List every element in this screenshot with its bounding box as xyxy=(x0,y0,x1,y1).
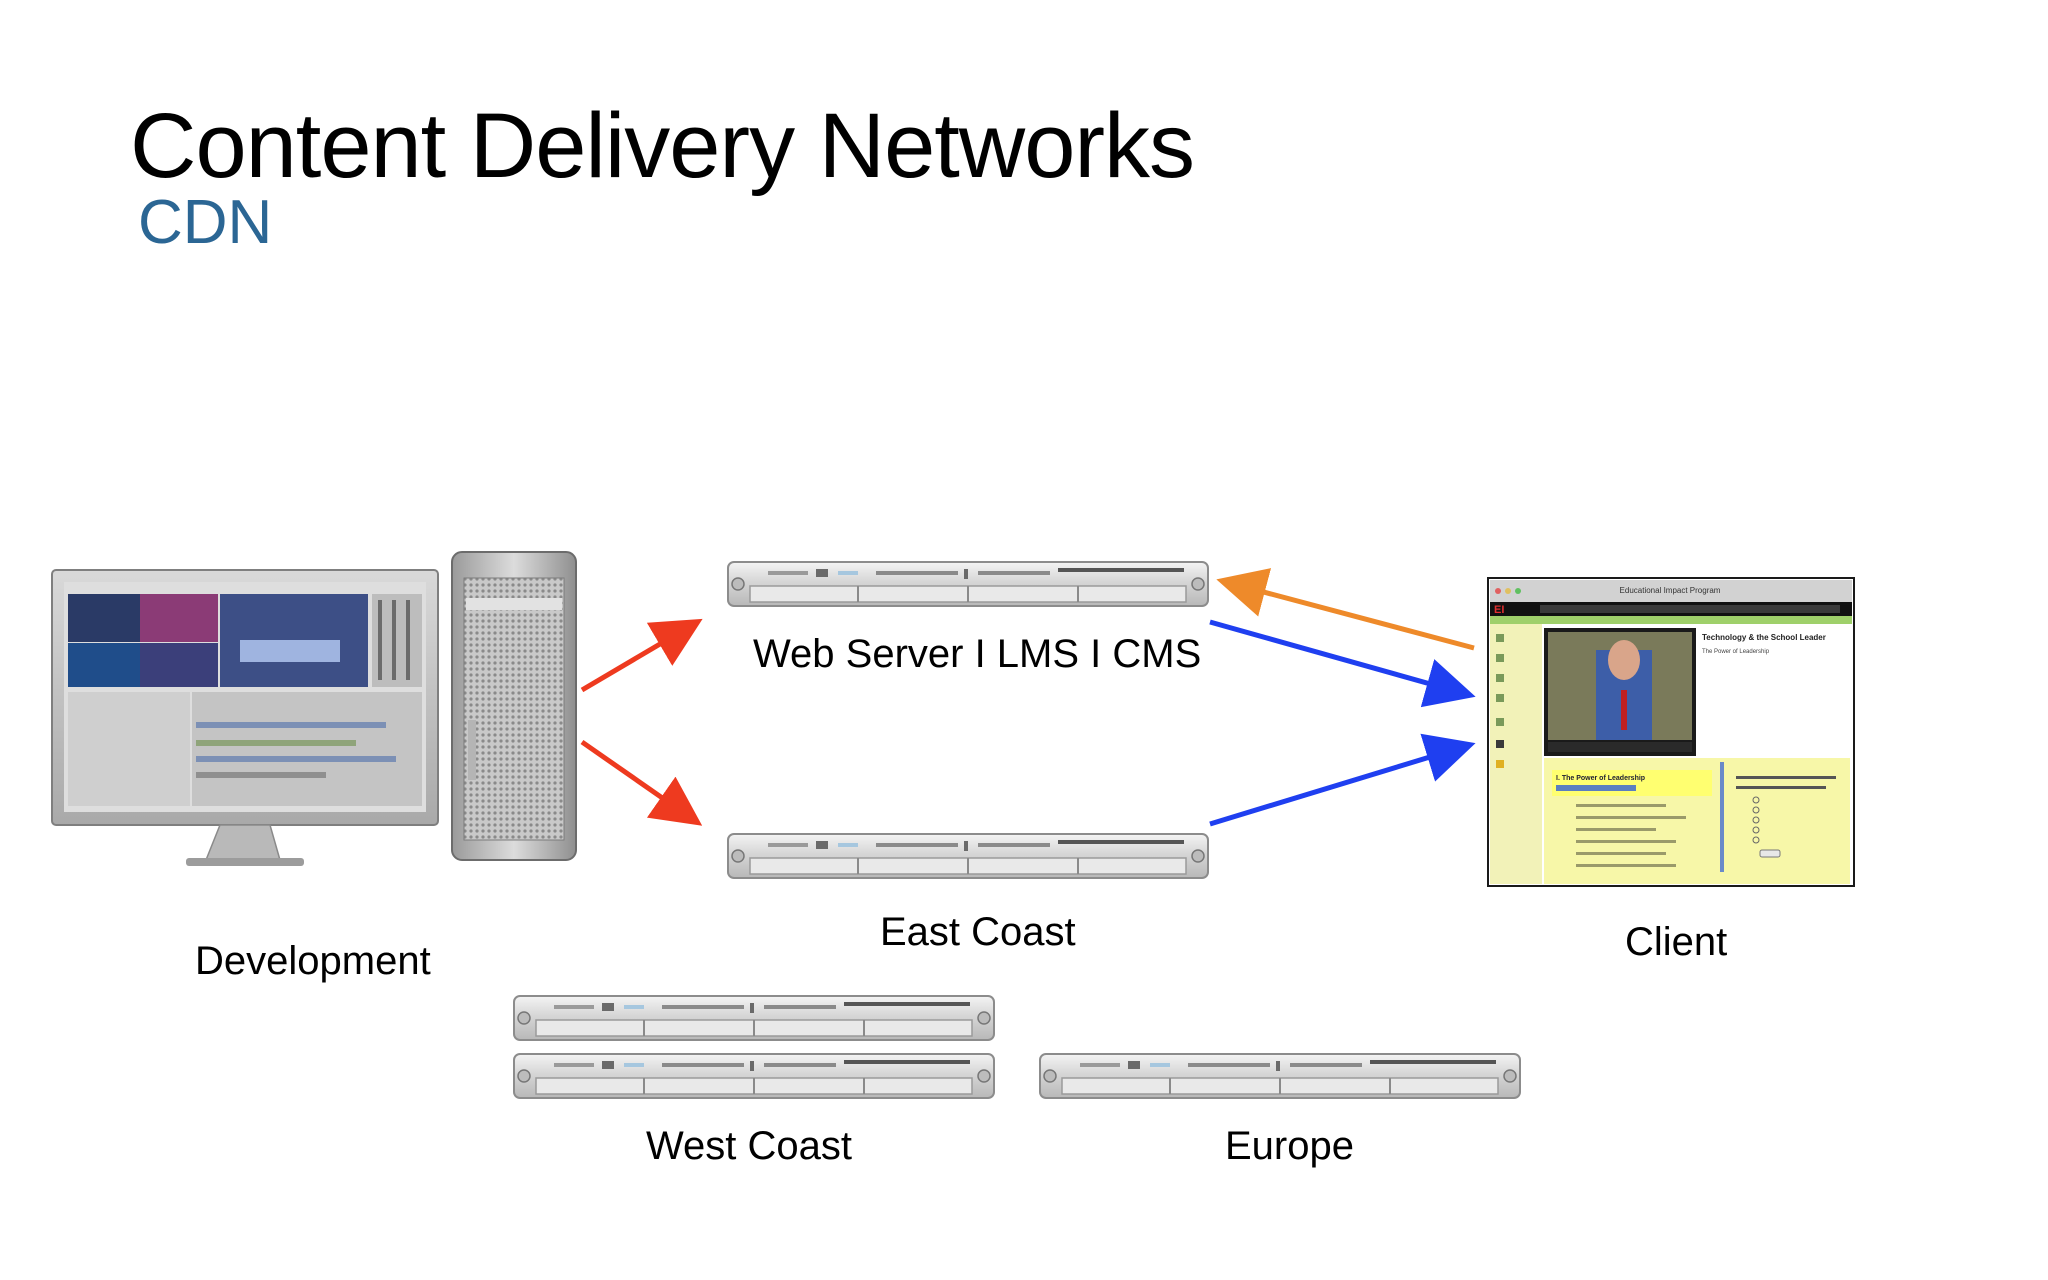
arrow-development-to-web-server xyxy=(580,618,703,693)
development-display xyxy=(51,569,439,866)
client-lesson-subtitle: The Power of Leadership xyxy=(1702,649,1770,655)
west-coast-server-rack-1 xyxy=(513,995,995,1041)
west-coast-server-rack-2 xyxy=(513,1053,995,1099)
label-west-coast: West Coast xyxy=(646,1124,852,1168)
client-course-title: Technology & the School Leader xyxy=(1702,633,1826,642)
slide-subtitle: CDN xyxy=(138,188,273,257)
client-outline-heading: I. The Power of Leadership xyxy=(1556,775,1645,782)
europe-server-rack xyxy=(1039,1053,1521,1099)
east-coast-server-rack xyxy=(727,833,1209,879)
arrow-east-coast-to-client xyxy=(1209,733,1476,827)
slide-title: Content Delivery Networks xyxy=(130,95,1195,197)
label-client: Client xyxy=(1625,920,1728,964)
arrow-web-server-to-client xyxy=(1209,619,1476,708)
label-web-server: Web Server I LMS I CMS xyxy=(753,632,1202,676)
client-browser-window: Educational Impact Program EI Technology… xyxy=(1487,577,1855,887)
client-window-title: Educational Impact Program xyxy=(1620,586,1721,595)
web-server-rack xyxy=(727,561,1209,607)
development-tower xyxy=(451,551,577,861)
client-brand-logo: EI xyxy=(1494,604,1504,616)
label-east-coast: East Coast xyxy=(880,910,1076,954)
label-europe: Europe xyxy=(1225,1124,1354,1168)
arrow-development-to-east-coast xyxy=(580,739,703,826)
label-development: Development xyxy=(195,939,431,983)
arrow-client-to-web-server xyxy=(1216,568,1475,651)
